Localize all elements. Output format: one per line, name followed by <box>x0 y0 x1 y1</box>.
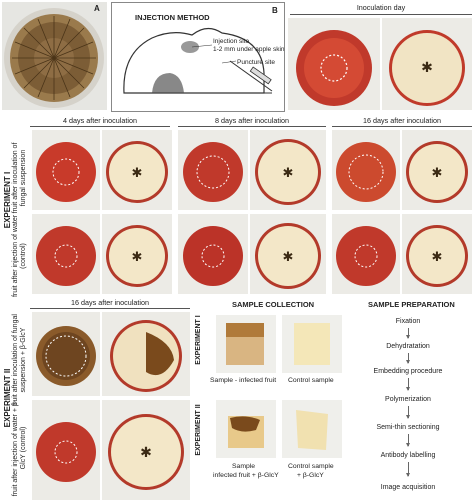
day4-header: 4 days after inoculation <box>63 116 137 125</box>
petri-dish-photo <box>2 2 107 110</box>
apple-infected-day16 <box>332 130 400 210</box>
apple-control-section-day4: ✱ <box>102 214 172 294</box>
svg-text:✱: ✱ <box>283 249 294 264</box>
apple-infected-glcy <box>32 312 100 396</box>
exp2-row2-label: fruit after injection of water + β-GlcY … <box>12 399 27 497</box>
flow-arrow <box>406 434 410 447</box>
apple-section-day4: ✱ <box>102 130 172 210</box>
sc-exp2-label: EXPERIMENT II <box>195 404 202 456</box>
apple-control-glcy-section: ✱ <box>102 400 190 500</box>
apple-control-day16 <box>332 214 400 294</box>
sample-infected-photo <box>216 315 276 373</box>
apple-section-day16: ✱ <box>402 130 472 210</box>
prep-step: Image acquisition <box>380 484 436 491</box>
apple-control-day4 <box>32 214 100 294</box>
flow-arrow <box>406 353 410 364</box>
injection-diagram <box>111 2 285 112</box>
sample-control-glcy-label-2: + β-GlcY <box>297 472 324 479</box>
apple-control-day8 <box>178 214 248 294</box>
svg-text:✱: ✱ <box>421 59 433 75</box>
sample-control-glcy-photo <box>282 400 342 458</box>
sc-exp1-label: EXPERIMENT I <box>195 315 202 365</box>
sample-preparation-title: SAMPLE PREPARATION <box>368 300 455 309</box>
apple-whole-day0 <box>288 18 380 110</box>
injection-site-label: Injection site <box>213 38 250 45</box>
flow-arrow <box>406 406 410 419</box>
apple-section-sketch <box>123 27 273 94</box>
flow-arrow <box>406 378 410 391</box>
prep-step: Polymerization <box>385 396 431 403</box>
header-rule <box>30 308 190 309</box>
exp1-row1-label: fruit after inoculation of fungal suspen… <box>12 142 27 214</box>
injection-depth-label: 1-2 mm under apple skin <box>213 46 285 53</box>
svg-text:✱: ✱ <box>283 165 294 180</box>
svg-text:✱: ✱ <box>132 249 143 264</box>
day16b-header: 16 days after inoculation <box>71 298 149 307</box>
svg-text:✱: ✱ <box>132 165 143 180</box>
exp1-row2-label: fruit after injection of water (control) <box>12 214 27 298</box>
sample-infected-label: Sample - infected fruit <box>210 377 277 384</box>
apple-infected-day8 <box>178 130 248 210</box>
svg-text:✱: ✱ <box>432 165 443 180</box>
inoculation-day-header: Inoculation day <box>356 3 406 12</box>
prep-step: Fixation <box>395 318 421 325</box>
exp2-row1-label: fruit after inoculation of fungal suspen… <box>12 314 27 406</box>
day16-header: 16 days after inoculation <box>363 116 441 125</box>
experiment-2-label: EXPERIMENT II <box>3 368 12 428</box>
prep-step: Antibody labelling <box>380 452 436 459</box>
header-rule <box>30 126 170 127</box>
day8-header: 8 days after inoculation <box>215 116 289 125</box>
apple-infected-day4 <box>32 130 100 210</box>
panel-a-label: A <box>94 4 100 13</box>
header-rule <box>332 126 472 127</box>
flow-arrow <box>406 328 410 339</box>
svg-text:✱: ✱ <box>140 444 152 460</box>
apple-infected-glcy-section <box>102 312 190 396</box>
sample-infected-glcy-photo <box>216 400 276 458</box>
sample-infected-glcy-label-1: Sample <box>232 463 256 470</box>
prep-step: Semi-thin sectioning <box>376 424 440 431</box>
sample-control-photo <box>282 315 342 373</box>
apple-control-glcy <box>32 400 100 500</box>
header-rule <box>290 14 472 15</box>
prep-step: Dehydratation <box>386 343 430 350</box>
sample-control-label: Control sample <box>288 377 334 384</box>
header-rule <box>178 126 326 127</box>
apple-control-section-day8: ✱ <box>250 214 326 294</box>
injection-title: INJECTION METHOD <box>135 13 210 22</box>
svg-text:✱: ✱ <box>432 249 443 264</box>
panel-b-label: B <box>272 6 278 15</box>
experiment-1-label: EXPERIMENT I <box>3 171 12 229</box>
apple-section-day8: ✱ <box>250 130 326 210</box>
apple-control-section-day16: ✱ <box>402 214 472 294</box>
sample-infected-glcy-label-2: infected fruit + β-GlcY <box>213 472 279 479</box>
apple-section-day0: ✱ <box>382 18 472 110</box>
flow-arrow <box>406 462 410 477</box>
sample-collection-title: SAMPLE COLLECTION <box>232 300 315 309</box>
sample-control-glcy-label-1: Control sample <box>288 463 334 470</box>
prep-step: Embedding procedure <box>373 368 443 375</box>
puncture-site-label: Puncture site <box>237 59 275 66</box>
